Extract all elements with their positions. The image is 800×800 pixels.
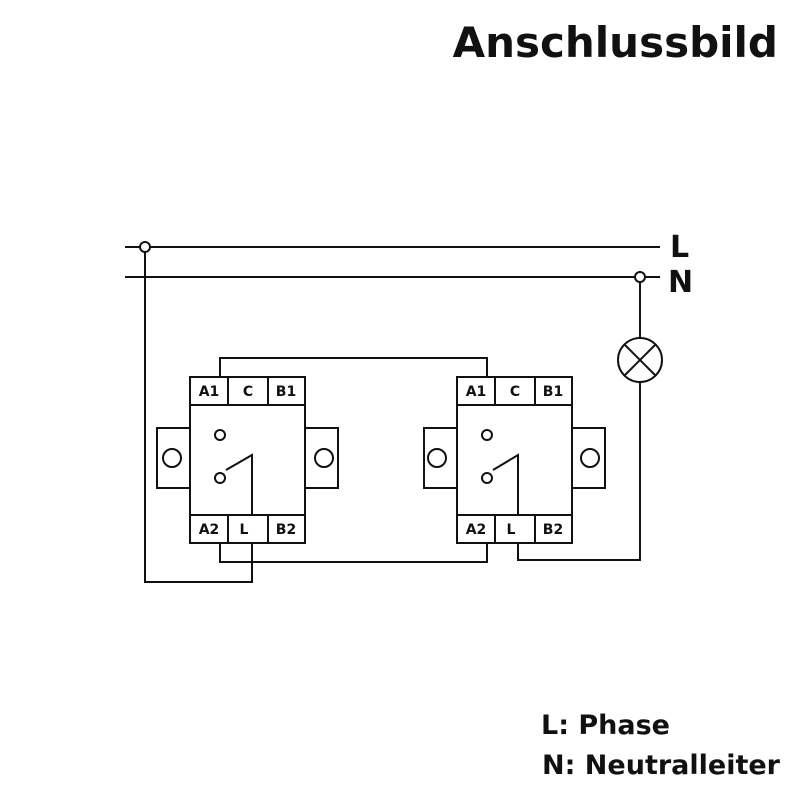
lamp-symbol [617,337,663,383]
legend-phase: L: Phase [540,710,670,741]
switch1-terminal-b1: B1 [276,384,296,400]
switch1-terminal-c: C [243,384,253,400]
legend-neutral: N: Neutralleiter [542,750,780,781]
switch1-terminal-a2: A2 [199,522,220,538]
switch2-terminal-a1: A1 [466,384,487,400]
neutral-junction [634,271,646,283]
switch2-terminal-b2: B2 [543,522,563,538]
phase-feed-wire [144,252,253,583]
switch-2 [423,376,606,544]
switch2-terminal-a2: A2 [466,522,487,538]
switch1-terminal-b2: B2 [276,522,296,538]
phase-line-label: L [670,230,689,265]
switch2-terminal-c: C [510,384,520,400]
phase-junction [139,241,151,253]
switch1-terminal-a1: A1 [199,384,220,400]
switch-1 [156,376,339,544]
lamp-to-switch2-wire [517,382,641,561]
diagram-title: Anschlussbild [452,18,778,67]
switch2-terminal-b1: B1 [543,384,563,400]
switch1-terminal-l: L [240,522,249,538]
switch2-terminal-l: L [507,522,516,538]
neutral-line-label: N [668,265,693,300]
